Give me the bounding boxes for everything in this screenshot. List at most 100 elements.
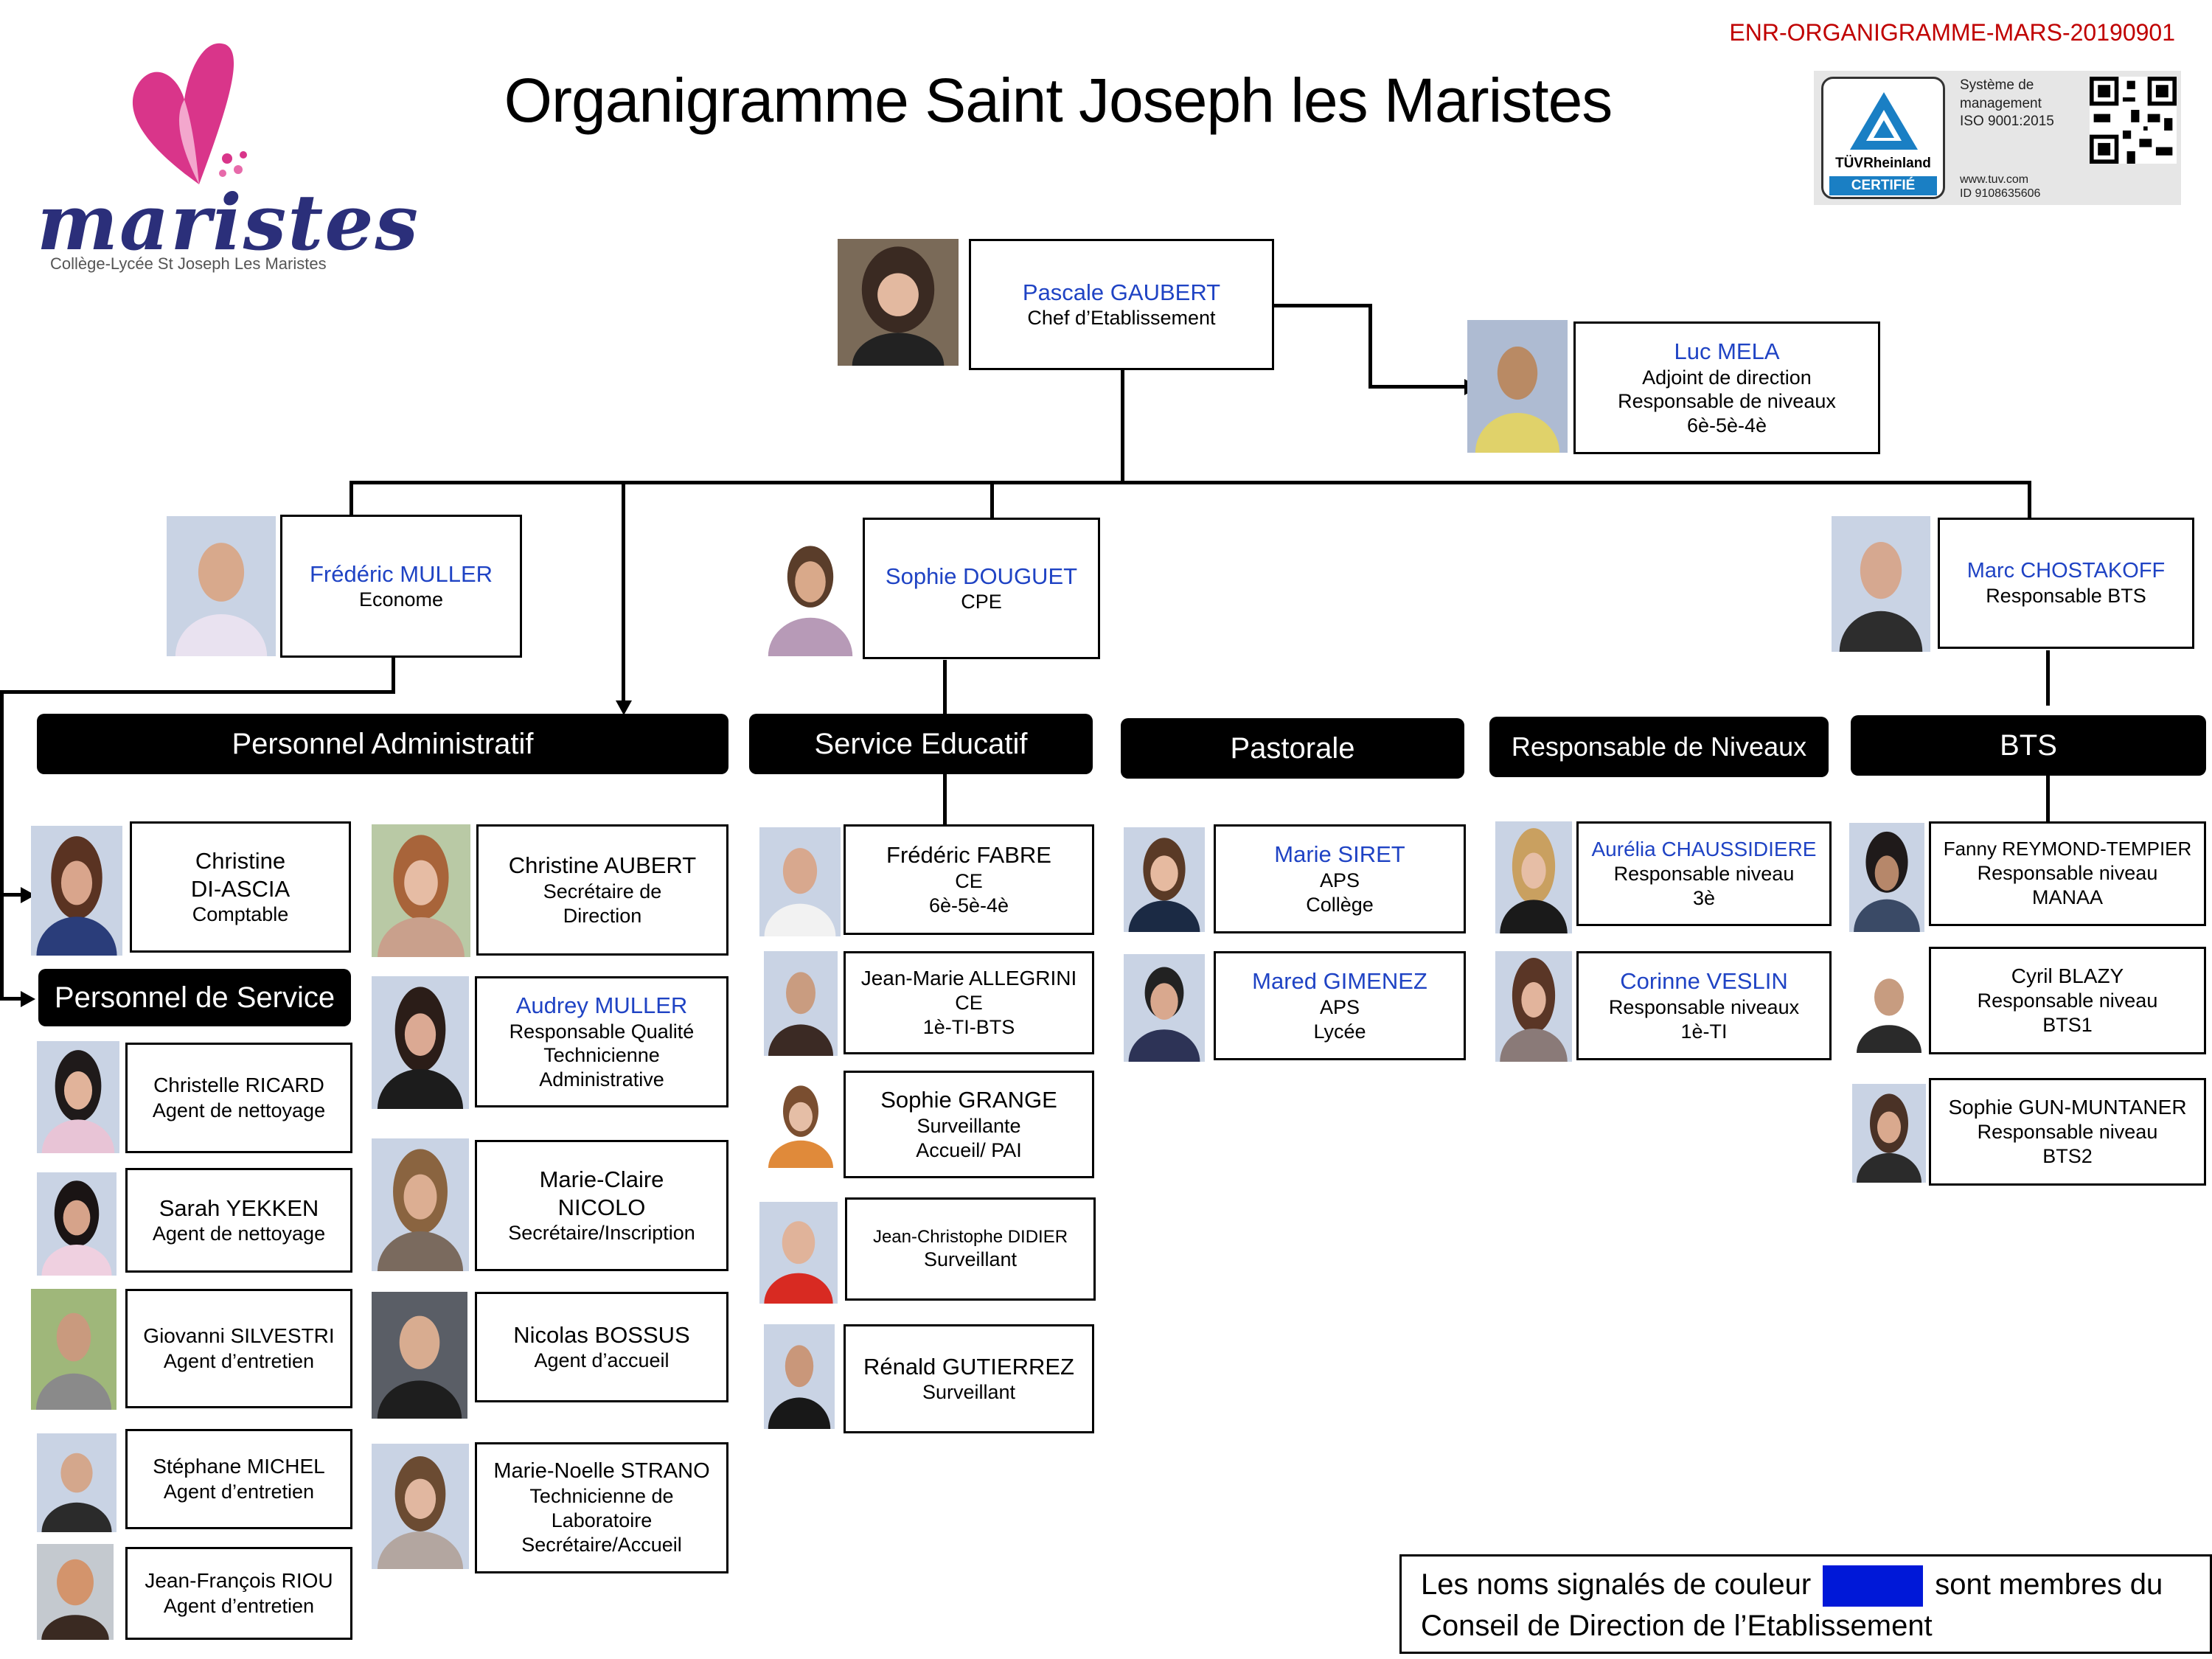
role-audrey-muller-1: Responsable Qualité: [509, 1020, 695, 1043]
role-frederic-fabre-2: 6è-5è-4è: [928, 894, 1009, 917]
role-frederic-muller: Econome: [358, 588, 444, 611]
photo-jean-marie-allegrini: [764, 951, 838, 1056]
logo-wordmark: maristes: [37, 177, 420, 268]
role-jean-marie-allegrini-1: CE: [955, 992, 983, 1015]
card-jean-christophe-didier: Jean-Christophe DIDIER Surveillant: [845, 1197, 1096, 1301]
lastname-jean-francois-riou: RIOU: [281, 1569, 333, 1593]
lastname-stephane-michel: MICHEL: [246, 1455, 325, 1478]
cert-url: www.tuv.com: [1960, 173, 2029, 186]
name-frederic-fabre: Frédéric FABRE: [886, 842, 1051, 869]
role-fanny-reymond-tempier-1: Responsable niveau: [1977, 861, 2158, 884]
card-cyril-blazy: Cyril BLAZY Responsable niveau BTS1: [1929, 947, 2206, 1054]
role-audrey-muller-2: Technicienne: [543, 1044, 660, 1067]
name-audrey-muller: Audrey MULLER: [515, 992, 688, 1018]
role-marie-siret-1: APS: [1319, 869, 1360, 891]
iso-certification-badge: TÜVRheinland CERTIFIÉ Système de managem…: [1814, 71, 2181, 205]
cert-line-3: ISO 9001:2015: [1960, 114, 2054, 130]
role-sophie-douguet: CPE: [961, 591, 1002, 613]
photo-christelle-ricard: [37, 1041, 119, 1153]
firstname-jean-francois-riou: Jean-François: [145, 1569, 276, 1593]
name-marc-chostakoff: Marc CHOSTAKOFF: [1966, 558, 2166, 582]
name-jean-christophe-didier: Jean-Christophe DIDIER: [872, 1226, 1068, 1247]
photo-christine-di-ascia: [31, 826, 122, 956]
photo-jean-francois-riou: [37, 1544, 114, 1640]
role-sophie-gun-muntaner-2: BTS2: [2042, 1145, 2093, 1168]
photo-marie-claire-nicolo: [372, 1138, 469, 1271]
certifie-label: CERTIFIÉ: [1829, 176, 1937, 195]
role-fanny-reymond-tempier-2: MANAA: [2031, 886, 2104, 908]
firstname-christine-di-ascia: Christine: [195, 847, 286, 874]
name-corinne-veslin: Corinne VESLIN: [1620, 968, 1788, 995]
role-luc-mela-2: Responsable de niveaux 6è-5è-4è: [1618, 390, 1836, 437]
firstname-stephane-michel: Stéphane: [153, 1455, 242, 1478]
page-title: Organigramme Saint Joseph les Maristes: [504, 66, 1613, 135]
name-jean-marie-allegrini: Jean-Marie ALLEGRINI: [860, 966, 1077, 990]
tuv-brand: TÜVRheinland: [1835, 156, 1931, 171]
name-mared-gimenez: Mared GIMENEZ: [1252, 968, 1427, 995]
role-marie-noelle-strano-3: Secrétaire/Accueil: [521, 1534, 682, 1557]
card-christelle-ricard: Christelle RICARD Agent de nettoyage: [125, 1043, 352, 1153]
role-marie-noelle-strano-1: Technicienne de: [529, 1485, 674, 1508]
photo-aurelia-chaussidiere: [1495, 821, 1572, 933]
role-sophie-grange-2: Accueil/ PAI: [916, 1138, 1022, 1161]
qr-code-icon: [2090, 77, 2177, 164]
photo-nicolas-bossus: [372, 1292, 467, 1419]
name-pascale-gaubert: Pascale GAUBERT: [1022, 279, 1221, 305]
photo-audrey-muller: [372, 976, 469, 1109]
card-pascale-gaubert: Pascale GAUBERT Chef d’Etablissement: [969, 239, 1274, 370]
card-sarah-yekken: Sarah YEKKEN Agent de nettoyage: [125, 1168, 352, 1273]
card-jean-marie-allegrini: Jean-Marie ALLEGRINI CE 1è-TI-BTS: [844, 951, 1094, 1054]
document-reference: ENR-ORGANIGRAMME-MARS-20190901: [1729, 19, 2175, 46]
role-sophie-grange-1: Surveillante: [917, 1114, 1021, 1137]
legend-text-line2: Conseil de Direction de l’Etablissement: [1421, 1610, 1933, 1643]
role-sophie-gun-muntaner-1: Responsable niveau: [1977, 1121, 2158, 1144]
role-cyril-blazy-2: BTS1: [2042, 1014, 2093, 1037]
photo-sophie-gun-muntaner: [1852, 1084, 1926, 1183]
card-fanny-reymond-tempier: Fanny REYMOND-TEMPIER Responsable niveau…: [1929, 821, 2206, 926]
photo-stephane-michel: [37, 1433, 116, 1532]
role-giovanni-silvestri: Agent d’entretien: [163, 1349, 315, 1372]
photo-sophie-grange: [764, 1077, 838, 1168]
role-mared-gimenez-1: APS: [1319, 995, 1360, 1018]
role-luc-mela-1: Adjoint de direction: [1642, 366, 1812, 389]
role-cyril-blazy-1: Responsable niveau: [1977, 990, 2158, 1012]
cert-line-1: Système de: [1960, 77, 2034, 93]
card-sophie-douguet: Sophie DOUGUET CPE: [863, 518, 1100, 659]
banner-bts: BTS: [1851, 715, 2206, 776]
photo-marie-siret: [1124, 827, 1205, 932]
name-fanny-reymond-tempier: Fanny REYMOND-TEMPIER: [1943, 838, 2192, 860]
role-christine-aubert-2: Direction: [563, 904, 642, 927]
photo-sarah-yekken: [37, 1172, 116, 1276]
card-christine-di-ascia: Christine DI-ASCIA Comptable: [130, 821, 351, 953]
role-marc-chostakoff: Responsable BTS: [1986, 585, 2146, 608]
banner-responsable-niveaux: Responsable de Niveaux: [1489, 717, 1829, 777]
name-christine-aubert: Christine AUBERT: [508, 852, 697, 879]
card-sophie-gun-muntaner: Sophie GUN-MUNTANER Responsable niveau B…: [1929, 1078, 2206, 1186]
card-renald-gutierrez: Rénald GUTIERREZ Surveillant: [844, 1324, 1094, 1433]
lastname-christine-di-ascia: DI-ASCIA: [190, 875, 291, 902]
banner-personnel-de-service: Personnel de Service: [38, 969, 351, 1026]
card-audrey-muller: Audrey MULLER Responsable Qualité Techni…: [475, 976, 728, 1107]
photo-corinne-veslin: [1495, 951, 1572, 1062]
cert-line-2: management: [1960, 95, 2042, 111]
role-christine-di-ascia: Comptable: [192, 903, 289, 926]
role-christine-aubert-1: Secrétaire de: [543, 880, 662, 902]
role-marie-claire-nicolo: Secrétaire/Inscription: [508, 1222, 695, 1245]
name-marie-siret: Marie SIRET: [1274, 841, 1405, 868]
logo-subtitle: Collège-Lycée St Joseph Les Maristes: [50, 254, 327, 273]
photo-frederic-muller: [167, 516, 276, 656]
role-aurelia-chaussidiere-1: Responsable niveau: [1613, 863, 1795, 886]
card-frederic-fabre: Frédéric FABRE CE 6è-5è-4è: [844, 824, 1094, 935]
name-frederic-muller: Frédéric MULLER: [309, 560, 493, 587]
role-frederic-fabre-1: CE: [955, 869, 983, 892]
banner-pastorale: Pastorale: [1121, 718, 1464, 779]
card-marie-siret: Marie SIRET APS Collège: [1214, 824, 1466, 933]
banner-service-educatif: Service Educatif: [749, 714, 1093, 774]
name-sophie-grange: Sophie GRANGE: [880, 1087, 1057, 1113]
card-giovanni-silvestri: Giovanni SILVESTRI Agent d’entretien: [125, 1289, 352, 1408]
photo-sophie-douguet: [762, 528, 858, 656]
name-aurelia-chaussidiere: Aurélia CHAUSSIDIERE: [1591, 837, 1817, 860]
role-jean-francois-riou: Agent d’entretien: [163, 1594, 315, 1617]
photo-jean-christophe-didier: [759, 1202, 838, 1304]
